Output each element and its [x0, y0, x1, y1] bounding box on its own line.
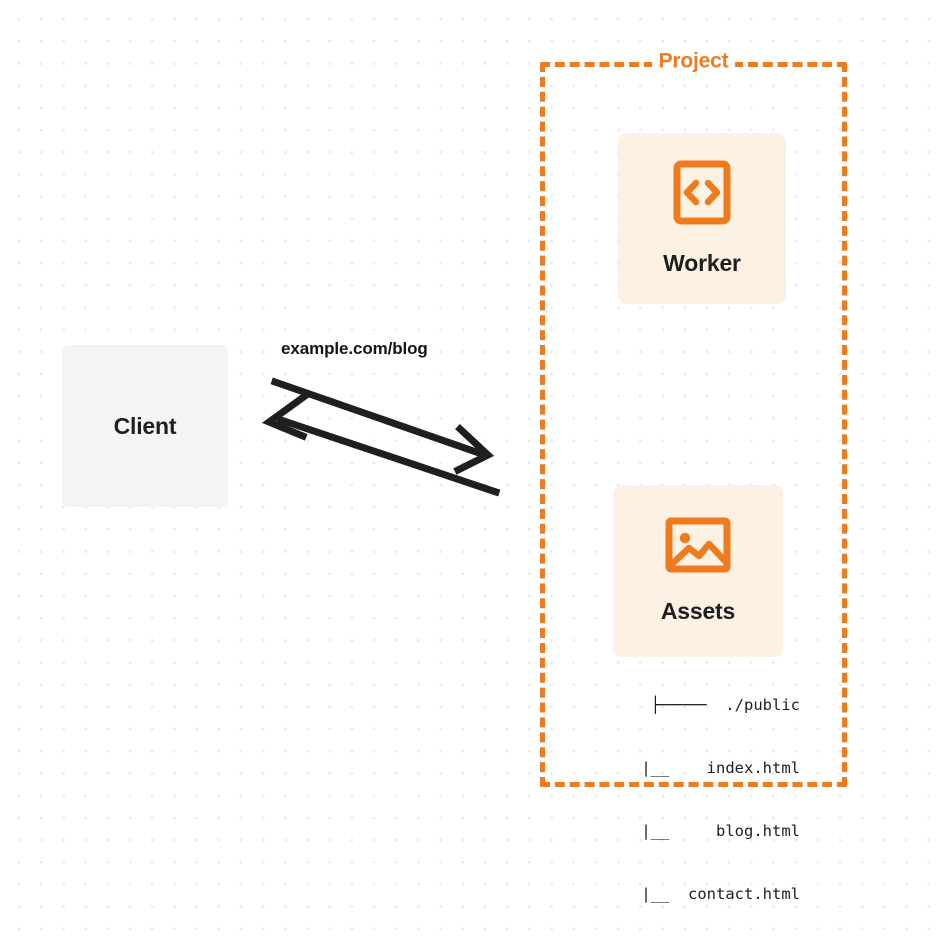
worker-node[interactable]: Worker [618, 133, 786, 304]
response-arrow [261, 391, 501, 497]
assets-label: Assets [660, 598, 736, 624]
client-node[interactable]: Client [62, 345, 228, 507]
project-container: Project Worker Assets ├───── ./public |_… [540, 49, 847, 903]
file-tree-line-contact: |__ contact.html [594, 885, 800, 903]
assets-file-tree: ├───── ./public |__ index.html |__ blog.… [555, 653, 800, 947]
file-tree-line-index: |__ index.html [594, 759, 800, 777]
connection-arrows [261, 377, 501, 497]
code-brackets-icon [673, 160, 731, 230]
file-tree-line-blog: |__ blog.html [594, 822, 800, 840]
connection-url-label: example.com/blog [281, 339, 428, 358]
worker-label: Worker [663, 250, 741, 276]
client-label: Client [113, 412, 177, 439]
image-picture-icon [665, 517, 731, 578]
file-tree-line-root: ├───── ./public [650, 696, 800, 714]
assets-node[interactable]: Assets [613, 485, 783, 657]
project-title: Project [651, 49, 736, 74]
request-arrow [270, 377, 495, 475]
